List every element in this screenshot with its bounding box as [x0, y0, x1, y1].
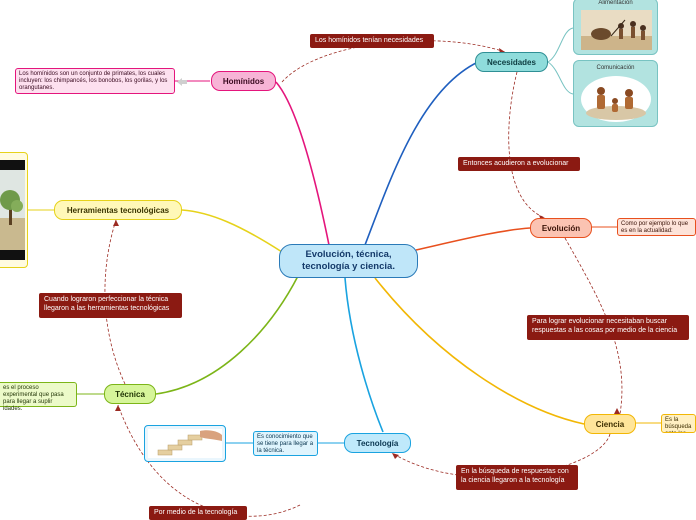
expand-icon[interactable] — [177, 78, 187, 86]
node-evolucion[interactable]: Evolución — [530, 218, 592, 238]
branch-tecnica — [155, 275, 299, 395]
card-alimentacion-caption: Alimentación — [598, 0, 633, 6]
stairs-image[interactable] — [144, 425, 226, 462]
node-hominidos[interactable]: Homínidos — [211, 71, 276, 91]
node-tecnologia[interactable]: Tecnología — [344, 433, 411, 453]
central-topic-line2: tecnología y ciencia. — [302, 261, 395, 272]
arrowhead — [113, 220, 119, 226]
tree-landscape-illustration — [0, 160, 25, 260]
node-ciencia[interactable]: Ciencia — [584, 414, 636, 434]
tag-tecnologia-tecnica[interactable]: Por medio de la tecnología — [149, 506, 247, 520]
tag-tecnica-herramientas[interactable]: Cuando lograron perfeccionar la técnica … — [39, 293, 182, 318]
branch-necesidades — [364, 61, 479, 246]
connector-necesidades-alimentacion — [547, 27, 574, 63]
branch-evolucion — [415, 227, 531, 251]
blocks-stairs-illustration — [148, 429, 222, 458]
tag-evolucion-ciencia[interactable]: Para lograr evolucionar necesitaban busc… — [527, 315, 689, 340]
branch-hominidos — [275, 81, 331, 251]
central-topic-line1: Evolución, técnica, — [305, 249, 392, 260]
tag-hominidos-necesidades[interactable]: Los homínidos tenían necesidades — [310, 34, 434, 48]
node-necesidades[interactable]: Necesidades — [475, 52, 548, 72]
note-tecnologia: Es conocimiento que se tiene para llegar… — [253, 431, 318, 456]
note-tecnica: es el proceso experimental que pasa para… — [0, 382, 77, 412]
hunting-illustration — [581, 10, 652, 50]
note-ciencia: Es la búsqueda ante las co — [661, 414, 696, 433]
arrowhead — [392, 453, 399, 459]
card-comunicacion-caption: Comunicación — [596, 65, 635, 71]
branch-herramientas — [181, 209, 283, 253]
node-herramientas[interactable]: Herramientas tecnológicas — [54, 200, 182, 220]
card-comunicacion[interactable]: Comunicación — [573, 60, 658, 127]
card-alimentacion[interactable]: Alimentación — [573, 0, 658, 55]
connector-necesidades-comunicacion — [547, 61, 574, 95]
note-hominidos: Los homínidos son un conjunto de primate… — [15, 68, 175, 94]
note-evolucion: Como por ejemplo lo que es en la actuali… — [617, 218, 696, 236]
arrowhead — [614, 408, 620, 414]
arrowhead — [115, 405, 121, 411]
node-tecnica[interactable]: Técnica — [104, 384, 156, 404]
central-topic[interactable]: Evolución, técnica, tecnología y ciencia… — [279, 244, 418, 278]
tag-necesidades-evolucion[interactable]: Entonces acudieron a evolucionar — [458, 157, 580, 171]
communication-illustration — [581, 76, 651, 122]
relation-necesidades-evolucion — [508, 71, 546, 219]
tools-image[interactable] — [0, 152, 28, 268]
branch-tecnologia — [344, 277, 384, 433]
tag-ciencia-tecnologia[interactable]: En la búsqueda de respuestas con la cien… — [456, 465, 578, 490]
branch-ciencia — [374, 277, 585, 425]
